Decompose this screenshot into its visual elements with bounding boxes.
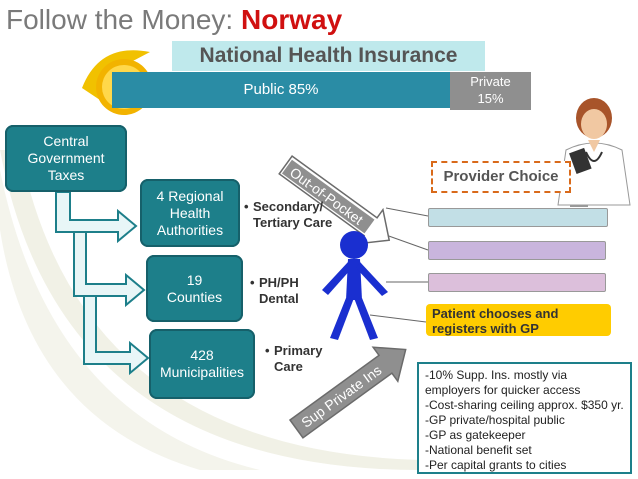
central-line-1: Central [43, 133, 89, 149]
municipalities-line-1: 428 [190, 347, 214, 363]
bullet-text-line-2: Tertiary Care [253, 215, 333, 230]
title-highlight: Norway [241, 4, 343, 35]
provider-option-bar [428, 241, 606, 260]
note-line: -Cost-sharing ceiling approx. $350 yr. [425, 398, 624, 412]
note-line: employers for quicker access [425, 383, 581, 397]
notes-box: -10% Supp. Ins. mostly via employers for… [417, 362, 632, 474]
connector-counties-to-municipalities [83, 295, 150, 376]
bullet-primary-care: • Primary Care [265, 343, 322, 375]
bullet-dot: • [244, 199, 249, 214]
central-government-taxes-box: Central Government Taxes [5, 125, 127, 192]
bullet-text-line-2: Dental [259, 291, 299, 306]
national-health-insurance-banner: National Health Insurance [172, 41, 485, 71]
background-arc-2 [0, 170, 260, 470]
bullet-dot: • [265, 343, 270, 358]
bullet-text-line-1: Primary [274, 343, 323, 358]
bullet-text-line-2: Care [274, 359, 303, 374]
note-line: -GP as gatekeeper [425, 428, 526, 442]
doctor-icon [557, 98, 631, 207]
municipalities-box: 428 Municipalities [149, 329, 255, 399]
central-line-2: Government [27, 150, 105, 166]
regional-line-1: 4 Regional [156, 187, 224, 204]
bullet-secondary-tertiary-care: • Secondary/ Tertiary Care [244, 199, 332, 231]
note-line: -GP private/hospital public [425, 413, 565, 427]
provider-choice-label: Provider Choice [431, 161, 571, 193]
provider-lines [369, 207, 429, 323]
title-prefix: Follow the Money: [6, 4, 241, 35]
bullet-text-line-1: Secondary/ [253, 199, 324, 214]
bullet-dot: • [250, 275, 255, 290]
private-percent: 15% [477, 91, 504, 106]
regional-line-3: Authorities [156, 221, 224, 238]
note-line: -10% Supp. Ins. mostly via [425, 368, 568, 382]
provider-option-bar [428, 273, 606, 292]
public-funding-bar: Public 85% [112, 72, 450, 108]
patient-line-2: registers with GP [432, 321, 539, 336]
person-icon [322, 231, 388, 340]
municipalities-line-2: Municipalities [159, 364, 245, 380]
counties-line-1: 19 [186, 271, 203, 288]
connector-regional-to-counties [73, 231, 146, 308]
provider-option-bar [428, 208, 608, 227]
note-line: -Per capital grants to cities [425, 458, 567, 472]
connector-central-to-regional [55, 191, 138, 244]
regional-line-2: Health [169, 204, 211, 221]
private-funding-bar: Private 15% [450, 72, 531, 110]
regional-health-authorities-box: 4 Regional Health Authorities [140, 179, 240, 247]
central-line-3: Taxes [47, 167, 85, 183]
page-title: Follow the Money: Norway [6, 4, 342, 36]
patient-chooses-gp-box: Patient chooses and registers with GP [426, 304, 611, 336]
counties-line-2: Counties [166, 288, 223, 305]
counties-box: 19 Counties [146, 255, 243, 322]
patient-line-1: Patient chooses and [432, 306, 559, 321]
note-line: -National benefit set [425, 443, 532, 457]
private-label: Private [470, 74, 511, 89]
bullet-ph-dental: • PH/PH Dental [250, 275, 299, 307]
bullet-text-line-1: PH/PH [259, 275, 299, 290]
